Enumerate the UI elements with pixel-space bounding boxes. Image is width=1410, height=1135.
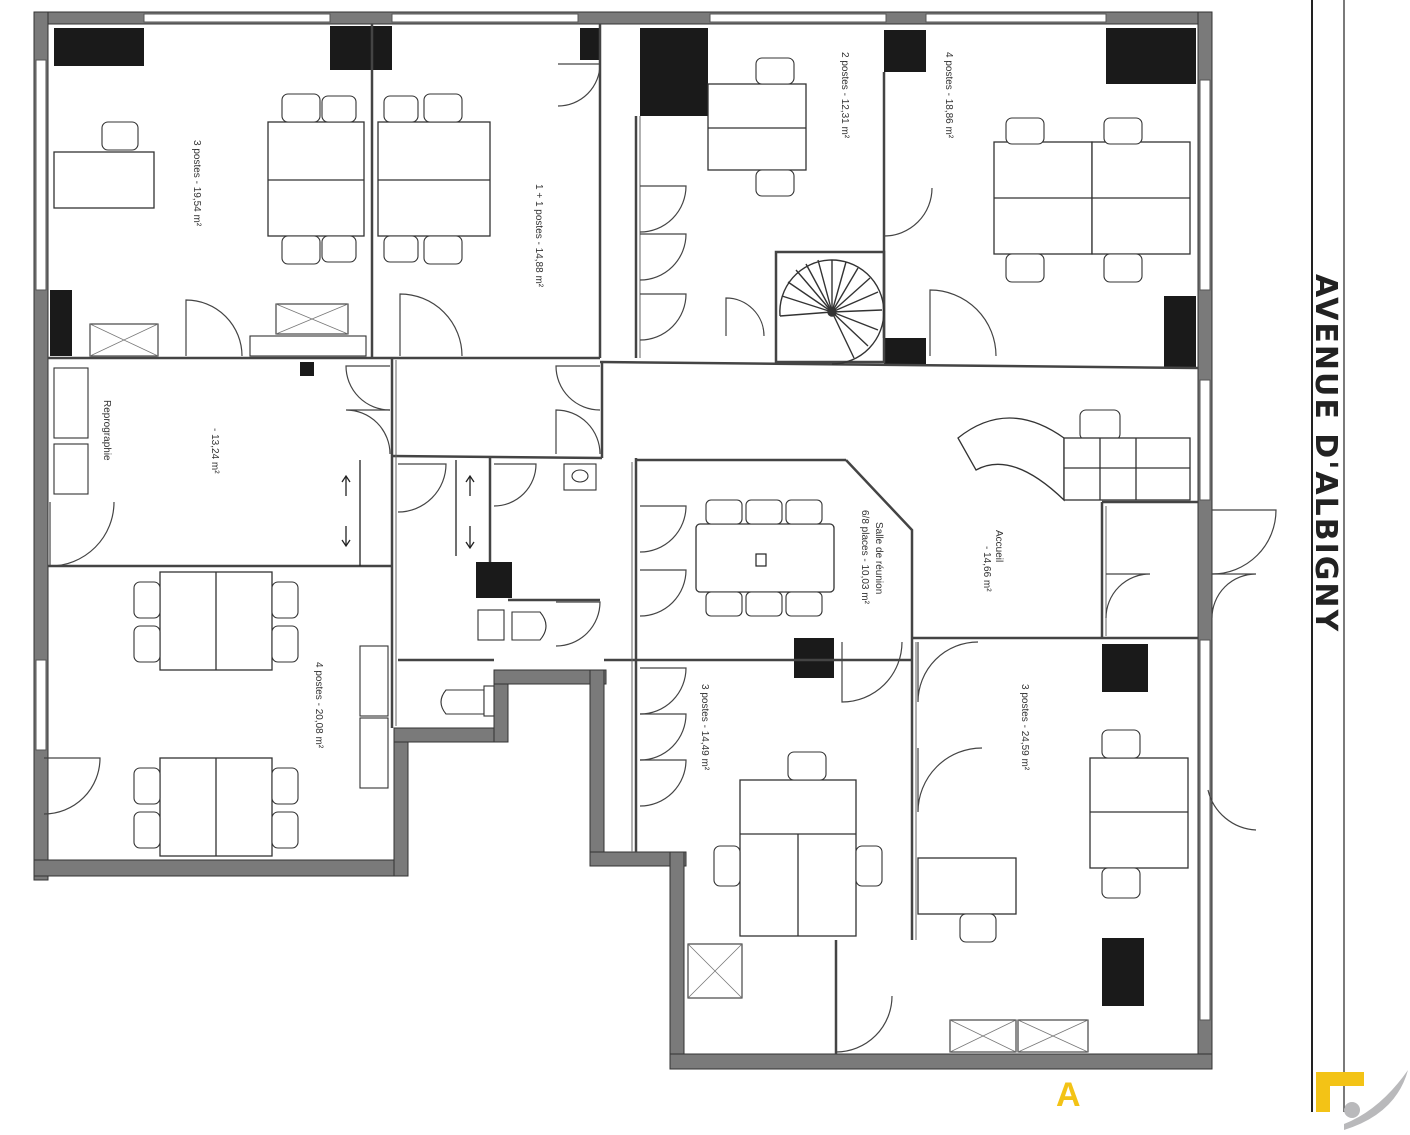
desks (53, 83, 1191, 937)
desk-dividers (215, 127, 1190, 936)
pillars (50, 26, 1196, 1006)
room-label-meeting-detail: 6/8 places - 10,03 m² (859, 510, 870, 605)
partitions (48, 24, 1199, 1054)
room-labels: 3 postes - 19,54 m² 1 + 1 postes - 14,88… (101, 52, 1030, 771)
reception-desk (957, 417, 1191, 502)
doors (43, 63, 1277, 1053)
branding-letter: A (1056, 1076, 1081, 1114)
room-label-office-d: 4 postes - 18,86 m² (943, 52, 954, 139)
room-label-office-g: 3 postes - 24,59 m² (1019, 684, 1030, 771)
room-label-office-a: 3 postes - 19,54 m² (191, 140, 202, 227)
room-label-office-f: 3 postes - 14,49 m² (699, 684, 710, 771)
room-label-office-e: 4 postes - 20,08 m² (313, 662, 324, 749)
room-label-accueil-area: - 14,66 m² (981, 546, 992, 592)
cabinet-crosses (89, 303, 1089, 1053)
spiral-staircase-icon (779, 259, 885, 365)
sanitary-fixtures (440, 463, 597, 717)
chair-icon (101, 57, 1143, 943)
company-logo-icon (1316, 1070, 1408, 1130)
room-label-office-b: 1 + 1 postes - 14,88 m² (533, 184, 544, 288)
room-label-reprographie: Reprographie (101, 400, 112, 461)
street-margin (1311, 0, 1345, 1112)
room-label-accueil: Accueil (993, 530, 1004, 562)
room-label-reprographie-area: - 13,24 m² (209, 428, 220, 474)
street-name: AVENUE D'ALBIGNY (1308, 274, 1343, 633)
sliding-door-arrows (341, 460, 475, 566)
room-label-meeting-title: Salle de réunion (873, 522, 884, 594)
table-power-outlet-icon (755, 553, 767, 567)
room-label-office-c: 2 postes - 12,31 m² (839, 52, 850, 139)
windows (35, 13, 1211, 1021)
